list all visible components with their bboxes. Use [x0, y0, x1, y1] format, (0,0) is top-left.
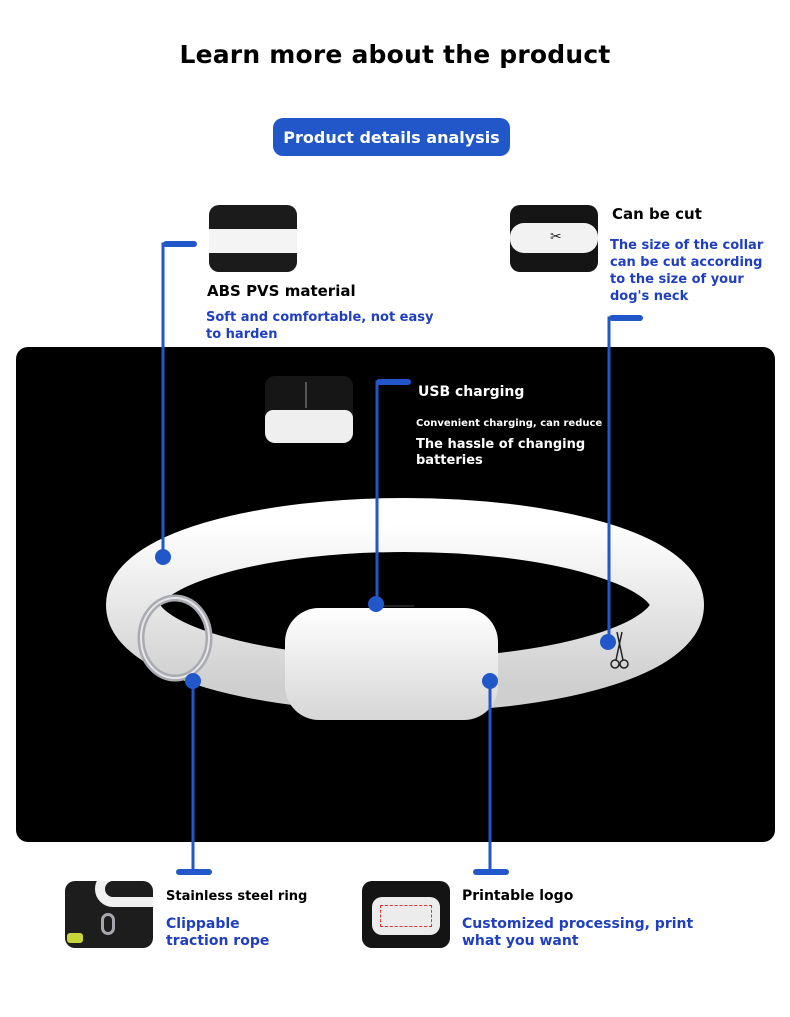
- can-be-cut-title: Can be cut: [612, 205, 702, 223]
- printable-logo-title: Printable logo: [462, 888, 574, 904]
- page-title: Learn more about the product: [179, 40, 611, 69]
- usb-charging-desc-1: Convenient charging, can reduce: [416, 418, 603, 429]
- abs-material-title: ABS PVS material: [207, 282, 356, 300]
- usb-charging-thumbnail: [265, 376, 353, 443]
- marker-abs: [155, 549, 171, 565]
- abs-material-desc: Soft and comfortable, not easy to harden: [206, 310, 434, 342]
- marker-logo: [482, 673, 498, 689]
- abs-material-thumbnail: [209, 205, 297, 272]
- can-be-cut-desc: The size of the collar can be cut accord…: [610, 238, 764, 304]
- marker-cut: [600, 634, 616, 650]
- steel-ring-thumbnail: [65, 881, 153, 948]
- printable-logo-thumbnail: [362, 881, 450, 948]
- usb-charging-title: USB charging: [418, 384, 525, 400]
- product-details-badge: Product details analysis: [273, 118, 510, 156]
- scissors-mark: [610, 631, 629, 669]
- marker-usb: [368, 596, 384, 612]
- steel-ring-desc: Clippable traction rope: [166, 916, 270, 949]
- usb-charging-desc-2: The hassle of changing batteries: [416, 437, 586, 468]
- scissors-icon: ✂: [550, 229, 562, 245]
- charging-module: [285, 608, 498, 720]
- printable-logo-desc: Customized processing, print what you wa…: [462, 916, 694, 949]
- can-be-cut-thumbnail: ✂: [510, 205, 598, 272]
- steel-ring-title: Stainless steel ring: [166, 889, 308, 904]
- marker-ring: [185, 673, 201, 689]
